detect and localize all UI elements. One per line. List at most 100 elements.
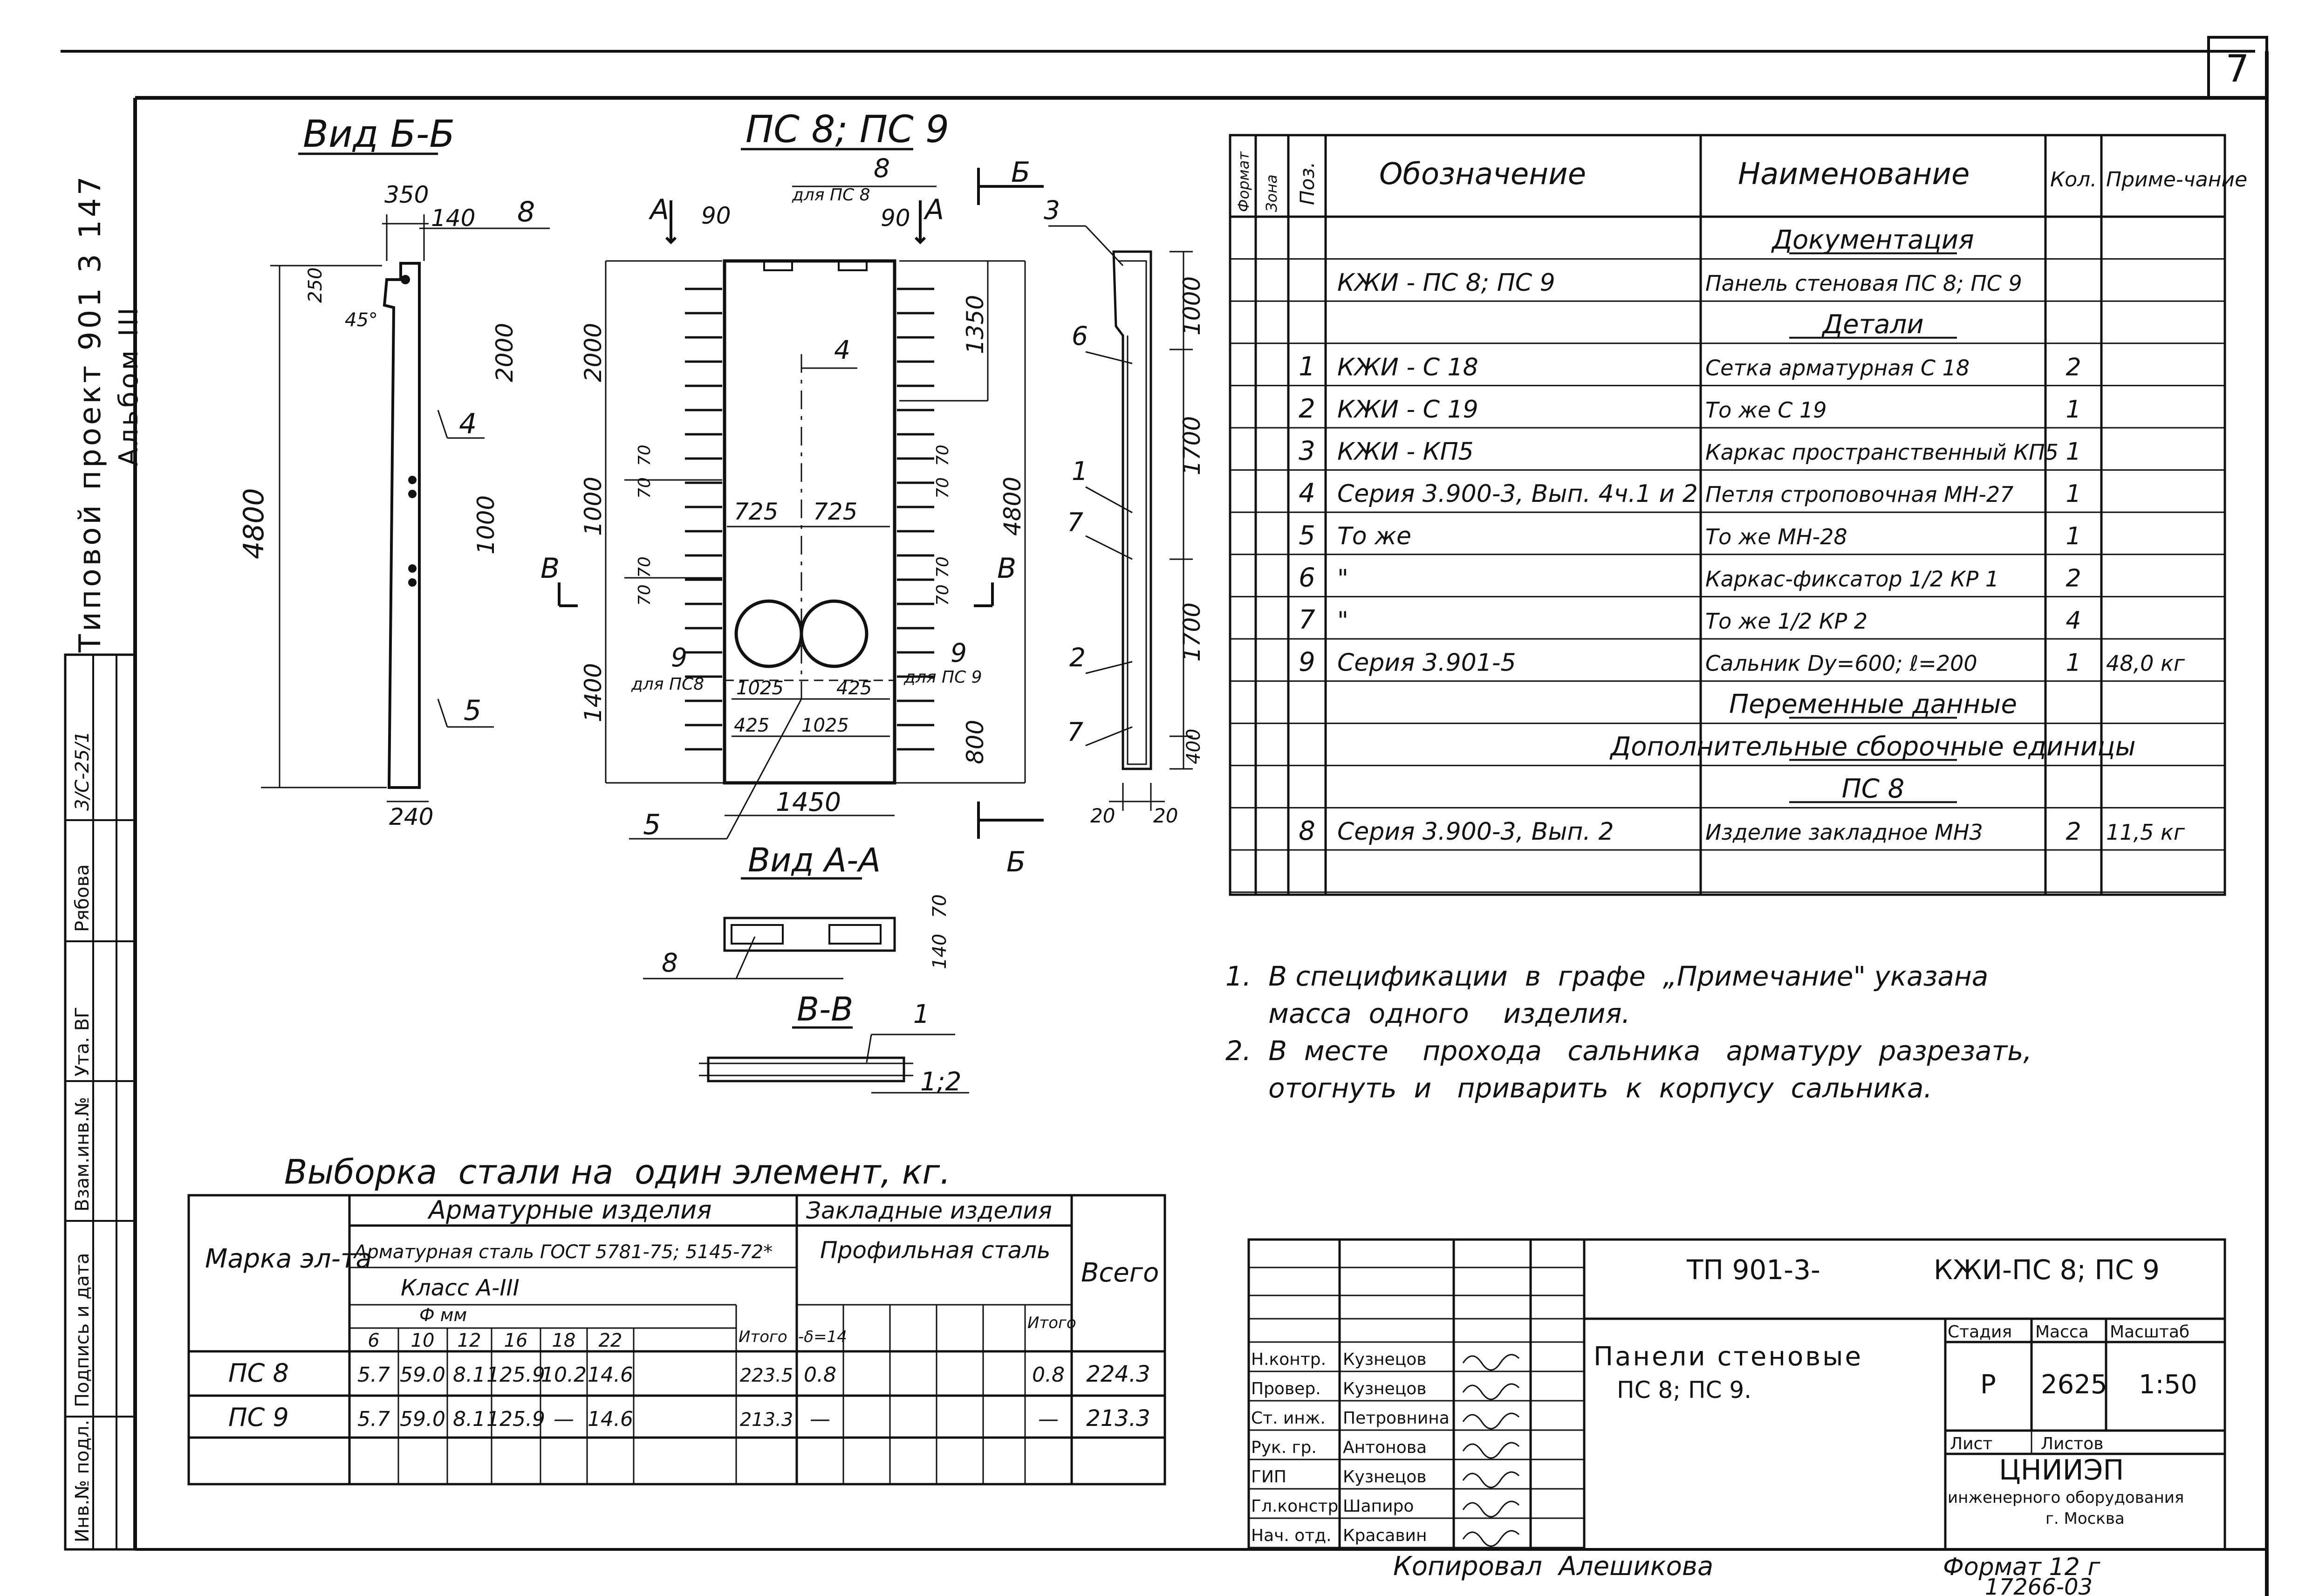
steel-table: Выборка стали на один элемент, кг. <box>187 1152 1166 1486</box>
tb-stage-label: Стадия <box>1948 1322 2012 1342</box>
tb-mass-label: Масса <box>2035 1322 2089 1342</box>
footer-copied: Копировал Алешикова <box>1393 1551 1713 1582</box>
view-bb: Вид Б-Б 350 140 250 45° 2000 1000 4800 2… <box>238 112 550 830</box>
main-for-ps9: для ПС 9 <box>903 668 982 687</box>
steel-row-value: 10.2 <box>541 1363 587 1387</box>
tb-mass: 2625 <box>2041 1370 2107 1400</box>
main-dim-1450: 1450 <box>776 787 841 817</box>
bb-callout-5: 5 <box>464 694 481 727</box>
side-stamp-project: Типовой проект 901 3 147 <box>73 174 108 653</box>
steel-header-itogo: Итого <box>739 1328 787 1346</box>
main-dim-1400: 1400 <box>580 663 607 722</box>
staff-role: Нач. отд. <box>1251 1526 1332 1545</box>
notes-block: 1. В спецификации в графе „Примечание" у… <box>1225 960 2032 1104</box>
spec-cell-qty: 1 <box>2066 396 2081 424</box>
spec-cell-qty: 2 <box>2066 353 2081 381</box>
spec-cell-qty: 2 <box>2066 564 2081 592</box>
tb-stage: Р <box>1980 1370 1996 1400</box>
spec-cell-des: Серия 3.900-3, Вып. 2 <box>1337 818 1614 846</box>
side-callout-7a: 7 <box>1067 507 1083 537</box>
tb-scale-label: Масштаб <box>2110 1322 2189 1342</box>
sheet-frame <box>61 36 2269 1596</box>
main-dim-1350: 1350 <box>962 295 989 354</box>
note-line-3: 2. В месте прохода сальника арматуру раз… <box>1225 1035 2032 1067</box>
steel-row-mark: ПС 8 <box>228 1358 289 1388</box>
main-dim-90a: 90 <box>701 202 731 229</box>
section-mark-a-left: А <box>648 193 669 226</box>
main-dim-70a: 70 <box>635 445 654 466</box>
spec-cell-des: КЖИ - КП5 <box>1337 438 1474 466</box>
steel-row-value: 59.0 <box>400 1407 445 1431</box>
main-dim-425b: 425 <box>734 715 769 736</box>
main-dim-2000: 2000 <box>580 323 607 382</box>
spec-cell-name: То же С 19 <box>1705 397 1827 423</box>
steel-row-value: — <box>554 1407 574 1431</box>
bb-dim-45: 45° <box>345 309 378 331</box>
staff-role: Н.контр. <box>1251 1350 1326 1369</box>
side-callout-6: 6 <box>1072 321 1088 351</box>
side-callout-1: 1 <box>1072 456 1088 486</box>
spec-header-format: Формат <box>1235 151 1252 212</box>
spec-cell-pos: 1 <box>1299 351 1315 382</box>
side-dim-20a: 20 <box>1090 804 1115 827</box>
bb-dim-350: 350 <box>384 181 429 208</box>
staff-role: Гл.констр <box>1251 1497 1338 1516</box>
footer-format: Формат 12 г <box>1943 1553 2100 1581</box>
main-dim-425a: 425 <box>836 678 872 699</box>
main-dim-725b: 725 <box>813 498 857 525</box>
spec-cell-qty: 1 <box>2066 438 2081 466</box>
section-mark-a-right: А <box>923 193 944 226</box>
vv-callout-1: 1 <box>913 999 930 1029</box>
signature-mark <box>1462 1530 1520 1547</box>
bb-dim-4800: 4800 <box>238 488 270 559</box>
steel-header-armatura: Арматурные изделия <box>427 1195 712 1225</box>
staff-name: Кузнецов <box>1343 1379 1426 1398</box>
steel-diameter: 22 <box>599 1330 622 1351</box>
steel-diameter: 6 <box>368 1330 379 1351</box>
spec-cell-qty: 1 <box>2066 649 2081 677</box>
steel-row-delta: — <box>810 1407 830 1431</box>
sheet-number: 7 <box>2226 47 2250 90</box>
spec-cell-qty: 2 <box>2066 818 2081 846</box>
spec-cell-qty: 1 <box>2066 522 2081 550</box>
main-dim-70b: 70 <box>635 477 654 499</box>
main-dim-70e: 70 <box>635 556 654 578</box>
spec-cell-pos: 5 <box>1299 521 1315 551</box>
main-for-ps8-top: для ПС 8 <box>792 185 870 205</box>
spec-header-qty: Кол. <box>2050 168 2097 192</box>
steel-header-zakladnye: Закладные изделия <box>806 1197 1052 1224</box>
spec-cell-des: КЖИ - С 19 <box>1337 396 1478 424</box>
side-dim-1700a: 1700 <box>1178 416 1205 475</box>
steel-title: Выборка стали на один элемент, кг. <box>284 1152 951 1192</box>
steel-header-delta: -δ=14 <box>798 1328 847 1346</box>
spec-cell-note: 48,0 кг <box>2106 651 2185 676</box>
note-line-1: 1. В спецификации в графе „Примечание" у… <box>1225 960 1988 992</box>
gland-opening-right <box>800 599 869 668</box>
spec-header-designation: Обозначение <box>1379 157 1586 192</box>
section-mark-v-left: В <box>540 552 560 585</box>
spec-cell-name: Переменные данные <box>1729 689 2017 719</box>
note-line-4: отогнуть и приварить к корпусу сальника. <box>1225 1072 1932 1104</box>
side-callout-3: 3 <box>1044 195 1060 225</box>
view-vv-title: В-В <box>797 990 853 1028</box>
spec-cell-pos: 2 <box>1299 394 1315 424</box>
tb-code-right: КЖИ-ПС 8; ПС 9 <box>1934 1254 2160 1286</box>
main-dim-70f: 70 <box>635 584 654 606</box>
main-callout-9b: 9 <box>951 638 967 668</box>
main-dim-725a: 725 <box>734 498 778 525</box>
staff-name: Красавин <box>1343 1526 1427 1545</box>
bb-dim-250: 250 <box>305 267 326 303</box>
spec-cell-des: Серия 3.901-5 <box>1337 649 1516 677</box>
main-dim-70c: 70 <box>933 445 952 466</box>
view-aa-title: Вид А-А <box>748 841 881 879</box>
main-dim-1000: 1000 <box>580 477 607 536</box>
steel-row-total: 224.3 <box>1086 1361 1150 1387</box>
spec-table: Формат Зона Поз. Обозначение Наименовани… <box>1229 134 2247 896</box>
vv-callout-12: 1;2 <box>920 1067 962 1096</box>
panel-rebar-ticks <box>685 288 934 751</box>
side-field-ryabova: Рябова <box>72 864 93 932</box>
side-dim-20b: 20 <box>1153 804 1178 827</box>
side-callout-2: 2 <box>1069 643 1086 672</box>
